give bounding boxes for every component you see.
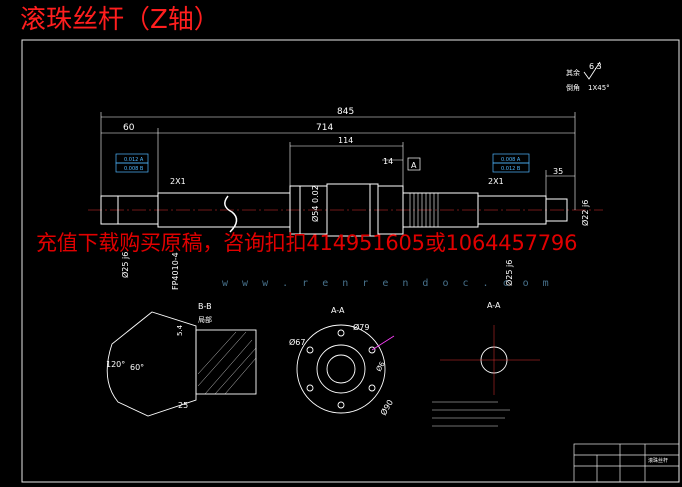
flange-d2: Ø79 [353,322,369,332]
flange-d1: Ø67 [289,337,305,347]
dimension-lines [100,112,576,210]
roughness-label: 其余 [566,68,580,77]
svg-text:0.008 B: 0.008 B [124,166,144,172]
section-aa-key-name: A-A [487,301,501,310]
dia-end: Ø22 j6 [580,200,590,226]
dim-main: 714 [316,123,333,133]
section-bb-dim-b: 25 [178,401,188,410]
watermark-site: w w w . r e n r e n d o c . c o m [222,278,553,289]
dim-left-end: 60 [123,123,135,133]
section-bb-dim-a: 5.4 [176,324,184,336]
section-bb-sub: 局部 [198,315,212,324]
technical-notes [432,401,510,427]
thread-region [409,193,439,227]
section-bb-angle: 120° [106,360,125,369]
dim-overall: 845 [337,107,354,117]
roughness-value: 6.3 [589,62,602,71]
shaft-outline [100,183,568,237]
section-bb-name: B-B [198,302,212,311]
thread-left-label: 2X1 [170,177,186,186]
chamfer-label: 倒角 [566,83,580,92]
flange-leader [371,335,395,351]
section-aa-key-view [440,325,540,395]
title-block-label: 滚珠丝杆 [648,457,668,464]
section-bb-view [106,311,257,417]
section-aa-flange-name: A-A [331,306,345,315]
datum-box [407,157,421,171]
dim-mid: 114 [338,136,353,145]
tolerance-frame-left: 0.012 A 0.008 B [115,153,149,173]
section-bb-hatch [197,331,257,395]
datum-label: A [411,161,417,170]
section-aa-flange-view [296,324,386,414]
svg-text:0.008 A: 0.008 A [501,157,521,163]
break-line [224,195,238,233]
drawing-title: 滚珠丝杆（Z轴） [20,5,220,35]
title-block [573,443,680,483]
roughness-symbol [583,61,601,80]
dia-left: Ø25 j6 [120,252,130,278]
dia-fp: FP4010-4 [171,252,180,290]
dia-mid: Ø54 0.02 [310,185,320,222]
tolerance-frame-right: 0.008 A 0.012 B [492,153,530,173]
watermark-notice: 充值下载购买原稿，咨询扣扣414951605或1064457796 [36,231,578,255]
svg-text:0.012 A: 0.012 A [124,157,144,163]
svg-text:0.012 B: 0.012 B [501,166,521,172]
section-bb-angle2: 60° [130,363,144,372]
dim-right-end: 35 [553,167,563,176]
dia-right: Ø25 j6 [504,260,514,286]
chamfer-value: 1X45° [588,84,610,92]
thread-right-label: 2X1 [488,177,504,186]
dim-right-step: 14 [383,157,393,166]
